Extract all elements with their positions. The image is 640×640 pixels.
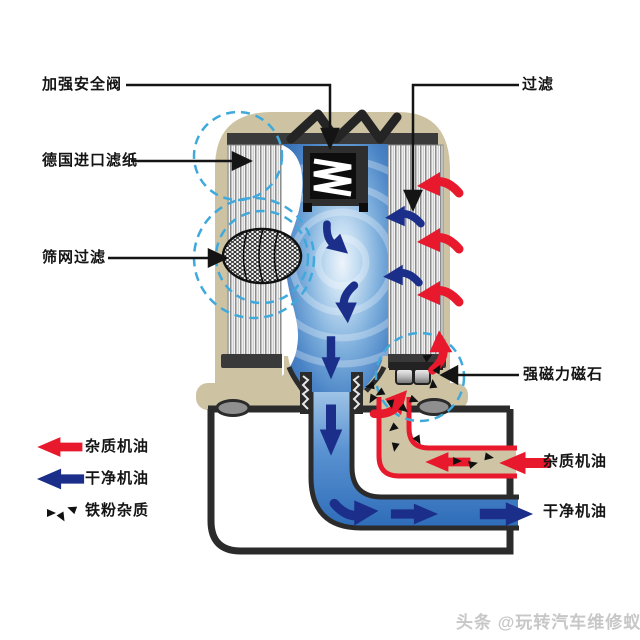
legend-clean-oil-arrow-icon [37,469,84,490]
legend-label-clean-oil: 干净机油 [85,470,150,487]
callout-filtration: 过滤 [522,76,555,93]
callout-safety-valve: 加强安全阀 [42,76,123,93]
top-spring [286,109,402,144]
watermark: 头条 @玩转汽车维修蚁 [456,613,640,632]
outlet-threads [300,372,363,414]
legend-label-dirty-oil: 杂质机油 [85,438,150,455]
base-gaskets [215,398,452,417]
highlight-magnet-area [374,331,466,423]
safety-valve [303,146,368,212]
highlight-valve-area [192,110,284,202]
mesh-filter [221,227,303,285]
legend-symbols [37,437,84,524]
callout-magnet: 强磁力磁石 [523,366,604,383]
legend-dirty-oil-arrow-icon [37,437,82,457]
callout-lines [108,83,519,386]
legend-label-iron-particles: 铁粉杂质 [85,502,150,519]
callout-mesh-filter: 筛网过滤 [42,249,107,266]
magnet-assembly [389,362,443,385]
clean-oil-pipe [308,385,519,531]
callout-filter-paper: 德国进口滤纸 [42,152,139,169]
dirty-oil-pipe [376,397,517,479]
highlight-mesh-inner [214,209,310,305]
legend-iron-particles-icon [47,503,78,524]
flow-label-clean-oil-out: 干净机油 [543,503,608,520]
flow-label-dirty-oil-in: 杂质机油 [543,453,608,470]
